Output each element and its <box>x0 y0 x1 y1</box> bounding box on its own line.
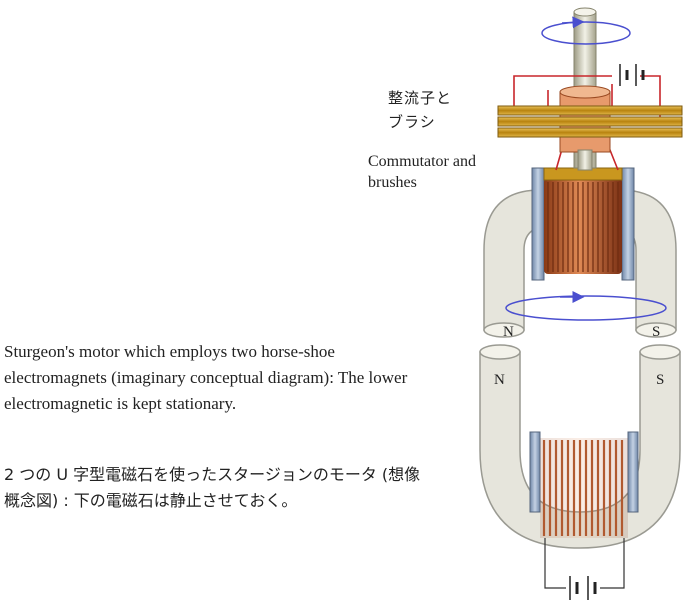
commutator-label-en: Commutator and brushes <box>368 153 476 191</box>
caption-english: Sturgeon's motor which employs two horse… <box>4 342 408 413</box>
upper-magnet-n-label: N <box>503 324 514 340</box>
lower-coil-winding <box>540 438 628 538</box>
lower-coil-spool-right <box>627 431 639 513</box>
upper-magnet-s-label: S <box>652 324 660 340</box>
lower-magnet-n-face <box>479 344 521 360</box>
brushes <box>497 105 683 138</box>
top-battery-symbol <box>619 64 645 86</box>
commutator-label-jp: 整流子と ブラシ <box>388 89 453 131</box>
upper-coil-spool-left <box>531 167 545 281</box>
upper-magnet: N S <box>483 167 677 340</box>
top-rotation-arrow <box>541 16 631 45</box>
lower-battery-symbol <box>569 576 597 600</box>
lower-magnet-n-label: N <box>494 372 505 388</box>
lower-magnet: N S <box>479 344 681 600</box>
upper-magnet-s-face <box>635 322 677 338</box>
middle-rotation-arrow <box>505 291 667 321</box>
upper-coil-spool-right <box>621 167 635 281</box>
upper-magnet-n-face <box>483 322 525 338</box>
lower-magnet-s-face <box>639 344 681 360</box>
lower-coil-spool-left <box>529 431 541 513</box>
lower-coil-turns <box>542 440 624 536</box>
brush-middle <box>497 116 683 127</box>
upper-coil-turns <box>547 182 619 272</box>
brush-upper <box>497 105 683 116</box>
brush-lower <box>497 127 683 138</box>
caption-japanese: 2 つの U 字型電磁石を使ったスタージョンのモータ (想像概念図) : 下の電… <box>4 465 421 510</box>
lower-magnet-s-label: S <box>656 372 664 388</box>
lower-coil-lead-left <box>544 538 566 589</box>
lower-coil-lead-right <box>600 538 625 589</box>
